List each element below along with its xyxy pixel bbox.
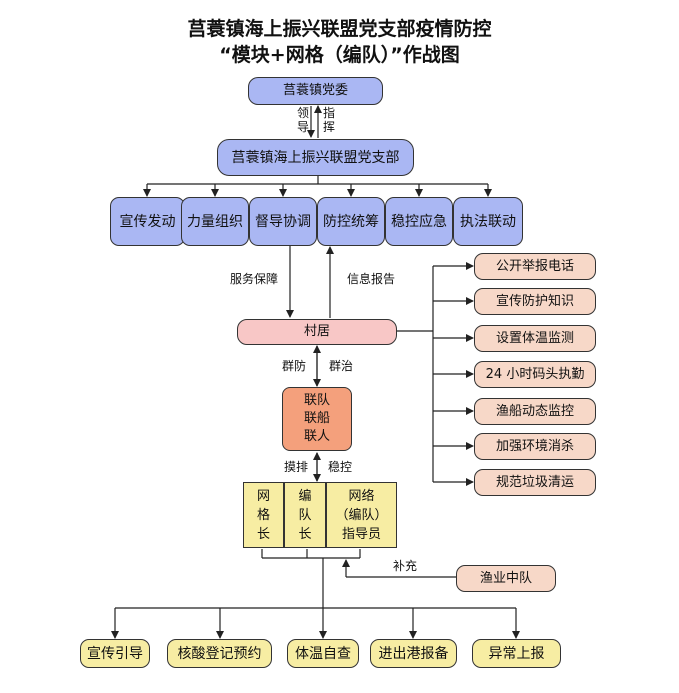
union-node: 联队 联船 联人: [282, 387, 352, 451]
grid-leader-line: 格: [256, 507, 270, 523]
module-node: 执法联动: [453, 197, 523, 246]
bottom-action-node: 异常上报: [472, 639, 561, 668]
edge-label-stabilize: 稳控: [328, 460, 353, 474]
bottom-action-node: 核酸登记预约: [167, 639, 272, 668]
module-node: 稳控应急: [385, 197, 453, 246]
grid-leader-cell: 网络 （编队） 指导员: [326, 482, 397, 548]
fishery-team-node: 渔业中队: [456, 565, 556, 592]
module-node: 督导协调: [249, 197, 317, 246]
union-line: 联队: [303, 393, 330, 408]
grid-leader-line: 网络: [348, 488, 375, 504]
measure-node: 宣传防护知识: [474, 288, 596, 315]
measure-node: 24 小时码头执勤: [474, 361, 596, 388]
union-line: 联人: [303, 429, 330, 444]
grid-leader-cell: 编队长: [284, 482, 326, 548]
edge-label-mass-prevention: 群防: [282, 359, 307, 373]
measure-node: 加强环境消杀: [474, 433, 596, 460]
edge-label-service: 服务保障: [230, 272, 279, 286]
module-node: 力量组织: [181, 197, 249, 246]
grid-leader-line: （编队）: [335, 507, 388, 523]
grid-leader-line: 队: [298, 507, 312, 523]
edge-label-command: 指挥: [322, 106, 335, 134]
measure-node: 公开举报电话: [474, 253, 596, 280]
village-node: 村居: [237, 319, 397, 345]
party-branch-node: 莒蓑镇海上振兴联盟党支部: [217, 139, 414, 176]
measure-node: 规范垃圾清运: [474, 469, 596, 496]
grid-leader-line: 网: [256, 488, 270, 504]
module-node: 防控统筹: [317, 197, 385, 246]
edge-label-mass-governance: 群治: [329, 359, 354, 373]
grid-leader-line: 长: [298, 526, 312, 542]
edge-label-screening: 摸排: [284, 460, 309, 474]
module-node: 宣传发动: [110, 197, 185, 246]
party-committee-node: 莒蓑镇党委: [248, 77, 383, 105]
grid-leader-cell: 网格长: [243, 482, 284, 548]
grid-leader-line: 长: [256, 526, 270, 542]
union-line: 联船: [303, 411, 330, 426]
edge-label-report: 信息报告: [347, 272, 396, 286]
edge-label-supplement: 补充: [393, 559, 418, 573]
edge-label-lead: 领导: [296, 106, 309, 134]
bottom-action-node: 体温自查: [287, 639, 359, 668]
title-line-1: 莒蓑镇海上振兴联盟党支部疫情防控: [187, 18, 492, 40]
bottom-action-node: 宣传引导: [80, 639, 150, 668]
measure-node: 渔船动态监控: [474, 398, 596, 425]
grid-leader-line: 编: [298, 488, 312, 504]
title-line-2: “模块+网格（编队）”作战图: [219, 44, 460, 66]
bottom-action-node: 进出港报备: [370, 639, 457, 668]
grid-leader-line: 指导员: [341, 526, 381, 542]
measure-node: 设置体温监测: [474, 325, 596, 352]
